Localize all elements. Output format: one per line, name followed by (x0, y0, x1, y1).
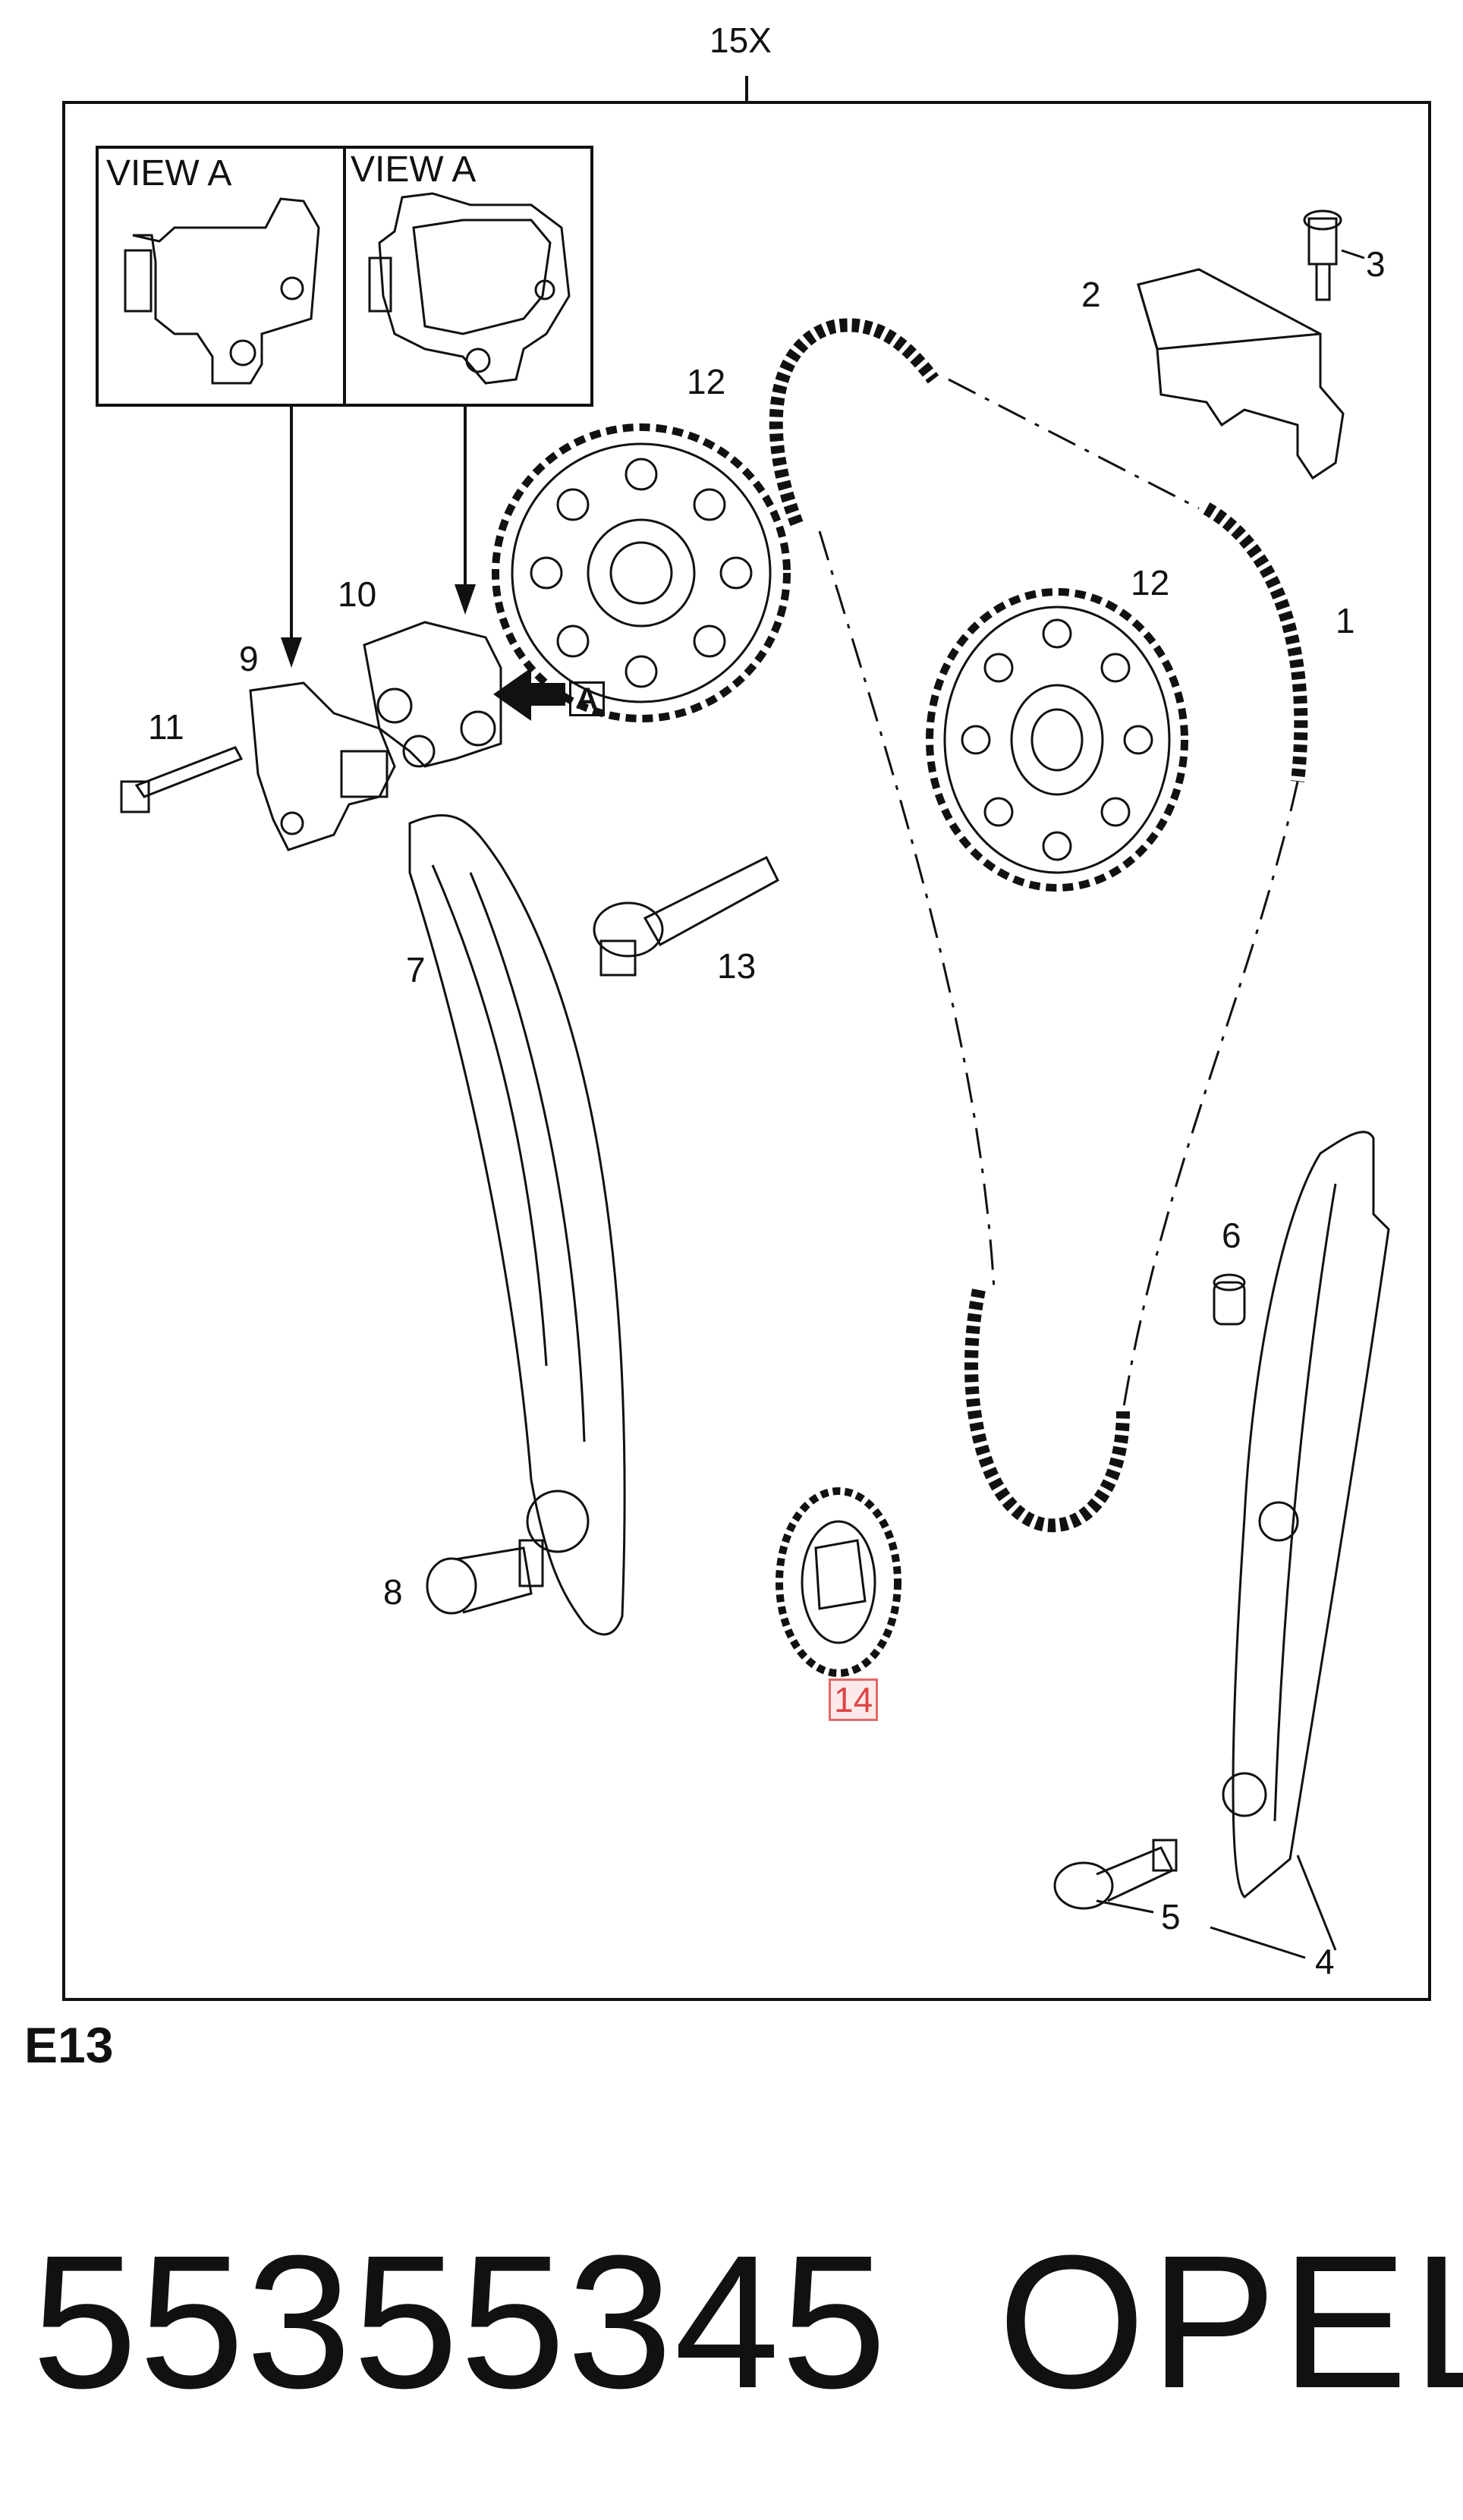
bolt-top (1303, 209, 1342, 301)
callout-12-lower: 12 (1131, 563, 1170, 602)
tensioner-rail (1222, 1131, 1390, 1899)
timing-chain (769, 318, 1308, 1533)
view-a-left-sketch (124, 197, 320, 385)
callout-7: 7 (406, 950, 426, 989)
callout-5: 5 (1161, 1897, 1181, 1936)
sprocket-lower (926, 588, 1188, 892)
chain-guide-top (1137, 268, 1345, 480)
callout-4: 4 (1315, 1942, 1335, 1981)
view-a-right-title: VIEW A (351, 149, 477, 190)
view-box-right (343, 146, 593, 407)
section-code: E13 (24, 2017, 114, 2073)
quantity-label: 15X (709, 20, 772, 60)
part-number: 55355345 (32, 2216, 889, 2427)
tensioner-housing (363, 621, 502, 768)
callout-1: 1 (1336, 601, 1355, 640)
view-arrow (493, 668, 565, 721)
guide-pin (426, 1539, 544, 1615)
diagram-frame (62, 101, 1431, 2001)
fixed-guide (408, 814, 626, 1636)
view-marker-a: A (569, 681, 605, 716)
bolt-tensioner (120, 746, 244, 813)
camshaft-bolt (593, 855, 779, 977)
pivot-plug (1213, 1273, 1246, 1326)
callout-12-upper: 12 (687, 362, 726, 401)
tensioner-body (249, 681, 396, 851)
callout-11: 11 (148, 707, 184, 747)
callout-13: 13 (717, 946, 757, 986)
callout-6: 6 (1222, 1216, 1241, 1255)
crank-sprocket (776, 1487, 901, 1677)
callout-14-highlighted: 14 (828, 1678, 879, 1721)
callout-9: 9 (239, 639, 259, 678)
view-a-right-sketch (368, 192, 571, 385)
sprocket-upper (492, 423, 791, 722)
callout-3: 3 (1366, 244, 1386, 284)
brand-name: OPEL (998, 2216, 1463, 2427)
view-a-left-title: VIEW A (106, 153, 232, 193)
rail-bolt (1053, 1839, 1178, 1910)
callout-8: 8 (383, 1572, 403, 1612)
callout-2: 2 (1081, 275, 1101, 314)
callout-10: 10 (338, 574, 377, 614)
